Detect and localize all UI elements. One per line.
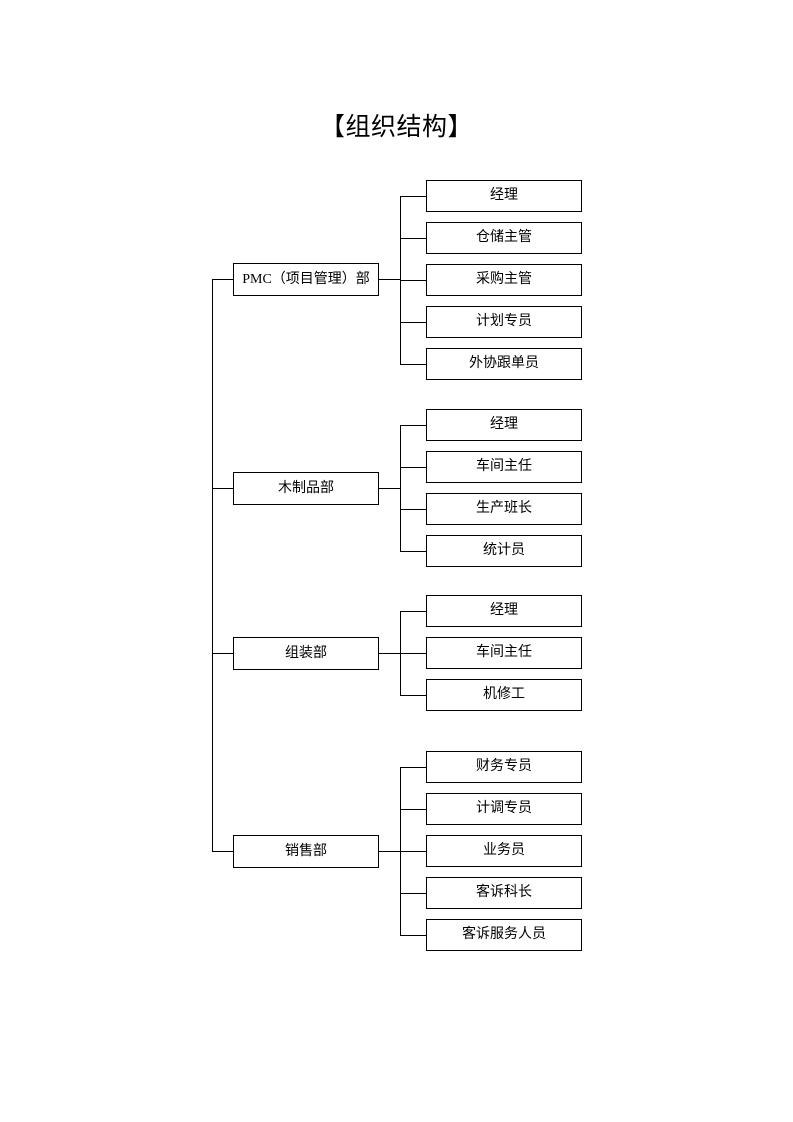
- connector-child-stub: [400, 509, 426, 510]
- department-label: 组装部: [285, 645, 327, 661]
- connector-parent-to-children: [379, 653, 401, 654]
- connector-child-stub: [400, 767, 426, 768]
- department-label: 销售部: [285, 843, 327, 859]
- position-box: 经理: [426, 180, 582, 212]
- position-label: 生产班长: [476, 501, 532, 516]
- page-title: 【组织结构】: [319, 114, 473, 141]
- position-box: 车间主任: [426, 451, 582, 483]
- position-box: 业务员: [426, 835, 582, 867]
- position-box: 经理: [426, 595, 582, 627]
- connector-child-stub: [400, 467, 426, 468]
- department-box: 销售部: [233, 835, 379, 868]
- position-box: 仓储主管: [426, 222, 582, 254]
- connector-parent-to-children: [379, 488, 401, 489]
- position-box: 采购主管: [426, 264, 582, 296]
- position-label: 车间主任: [476, 645, 532, 660]
- position-box: 计调专员: [426, 793, 582, 825]
- connector-parent-to-children: [379, 851, 401, 852]
- position-label: 统计员: [483, 543, 525, 558]
- department-label: 木制品部: [278, 480, 334, 496]
- position-box: 车间主任: [426, 637, 582, 669]
- connector-parent-to-children: [379, 279, 401, 280]
- connector-child-stub: [400, 653, 426, 654]
- connector-main-stub: [212, 279, 233, 280]
- position-box: 经理: [426, 409, 582, 441]
- position-label: 客诉科长: [476, 885, 532, 900]
- position-label: 业务员: [483, 843, 525, 858]
- position-label: 财务专员: [476, 759, 532, 774]
- position-box: 客诉服务人员: [426, 919, 582, 951]
- connector-child-stub: [400, 425, 426, 426]
- department-box: 组装部: [233, 637, 379, 670]
- position-box: 生产班长: [426, 493, 582, 525]
- department-label: PMC（项目管理）部: [242, 271, 370, 287]
- department-box: 木制品部: [233, 472, 379, 505]
- position-label: 经理: [490, 603, 518, 618]
- connector-child-stub: [400, 364, 426, 365]
- connector-child-stub: [400, 809, 426, 810]
- position-box: 机修工: [426, 679, 582, 711]
- position-label: 外协跟单员: [469, 356, 539, 371]
- connector-child-stub: [400, 280, 426, 281]
- position-box: 统计员: [426, 535, 582, 567]
- connector-main-stub: [212, 851, 233, 852]
- connector-child-stub: [400, 611, 426, 612]
- connector-child-stub: [400, 238, 426, 239]
- position-box: 计划专员: [426, 306, 582, 338]
- connector-child-stub: [400, 893, 426, 894]
- position-label: 经理: [490, 417, 518, 432]
- position-label: 客诉服务人员: [462, 927, 546, 942]
- position-box: 客诉科长: [426, 877, 582, 909]
- connector-child-stub: [400, 935, 426, 936]
- position-label: 采购主管: [476, 272, 532, 287]
- connector-main-stub: [212, 488, 233, 489]
- position-label: 经理: [490, 188, 518, 203]
- connector-main-stub: [212, 653, 233, 654]
- position-box: 外协跟单员: [426, 348, 582, 380]
- connector-child-stub: [400, 196, 426, 197]
- position-label: 计划专员: [476, 314, 532, 329]
- position-box: 财务专员: [426, 751, 582, 783]
- position-label: 车间主任: [476, 459, 532, 474]
- connector-main-spine: [212, 279, 213, 852]
- connector-child-stub: [400, 851, 426, 852]
- department-box: PMC（项目管理）部: [233, 263, 379, 296]
- connector-child-stub: [400, 695, 426, 696]
- connector-child-spine: [400, 196, 401, 365]
- position-label: 仓储主管: [476, 230, 532, 245]
- position-label: 机修工: [483, 687, 525, 702]
- connector-child-stub: [400, 322, 426, 323]
- connector-child-stub: [400, 551, 426, 552]
- position-label: 计调专员: [476, 801, 532, 816]
